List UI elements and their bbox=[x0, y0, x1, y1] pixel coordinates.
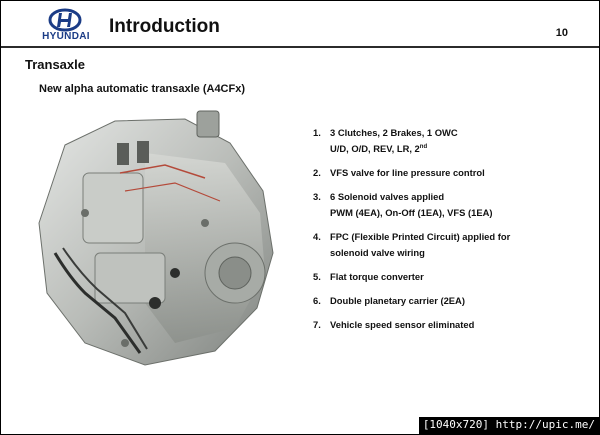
ordinal-superscript: nd bbox=[419, 144, 428, 150]
slide-header: HYUNDAI Introduction 10 bbox=[1, 1, 599, 46]
feature-number: 2. bbox=[313, 167, 321, 178]
section-subtitle: New alpha automatic transaxle (A4CFx) bbox=[39, 83, 246, 95]
feature-item: 4. FPC (Flexible Printed Circuit) applie… bbox=[313, 229, 583, 261]
feature-item: 5. Flat torque converter bbox=[313, 269, 583, 285]
feature-number: 3. bbox=[313, 191, 321, 202]
feature-number: 4. bbox=[313, 231, 321, 242]
page-title: Introduction bbox=[109, 16, 220, 37]
feature-item: 1. 3 Clutches, 2 Brakes, 1 OWC U/D, O/D,… bbox=[313, 125, 583, 157]
transaxle-photo bbox=[38, 110, 274, 366]
feature-item: 6. Double planetary carrier (2EA) bbox=[313, 293, 583, 309]
page-number: 10 bbox=[555, 27, 568, 39]
hyundai-logo-icon bbox=[48, 8, 82, 32]
feature-text: PWM (4EA), On-Off (1EA), VFS (1EA) bbox=[330, 207, 493, 218]
feature-number: 1. bbox=[313, 127, 321, 138]
section-heading: Transaxle bbox=[25, 57, 85, 72]
feature-text: FPC (Flexible Printed Circuit) applied f… bbox=[330, 231, 511, 242]
feature-text: 3 Clutches, 2 Brakes, 1 OWC bbox=[330, 127, 458, 138]
feature-number: 6. bbox=[313, 295, 321, 306]
feature-list: 1. 3 Clutches, 2 Brakes, 1 OWC U/D, O/D,… bbox=[313, 125, 583, 341]
feature-text: Flat torque converter bbox=[330, 271, 424, 282]
feature-text: Double planetary carrier (2EA) bbox=[330, 295, 465, 306]
feature-item: 2. VFS valve for line pressure control bbox=[313, 165, 583, 181]
feature-text: VFS valve for line pressure control bbox=[330, 167, 485, 178]
feature-text: solenoid valve wiring bbox=[330, 247, 425, 258]
feature-item: 7. Vehicle speed sensor eliminated bbox=[313, 317, 583, 333]
feature-number: 5. bbox=[313, 271, 321, 282]
feature-text: U/D, O/D, REV, LR, 2 bbox=[330, 143, 420, 154]
feature-number: 7. bbox=[313, 319, 321, 330]
header-divider bbox=[1, 46, 599, 48]
feature-text: Vehicle speed sensor eliminated bbox=[330, 319, 475, 330]
feature-detail-line: U/D, O/D, REV, LR, 2nd bbox=[330, 141, 583, 157]
brand-wordmark: HYUNDAI bbox=[42, 31, 90, 42]
feature-text: 6 Solenoid valves applied bbox=[330, 191, 445, 202]
feature-item: 3. 6 Solenoid valves applied PWM (4EA), … bbox=[313, 189, 583, 221]
image-size-watermark: [1040x720] http://upic.me/ bbox=[418, 417, 599, 434]
